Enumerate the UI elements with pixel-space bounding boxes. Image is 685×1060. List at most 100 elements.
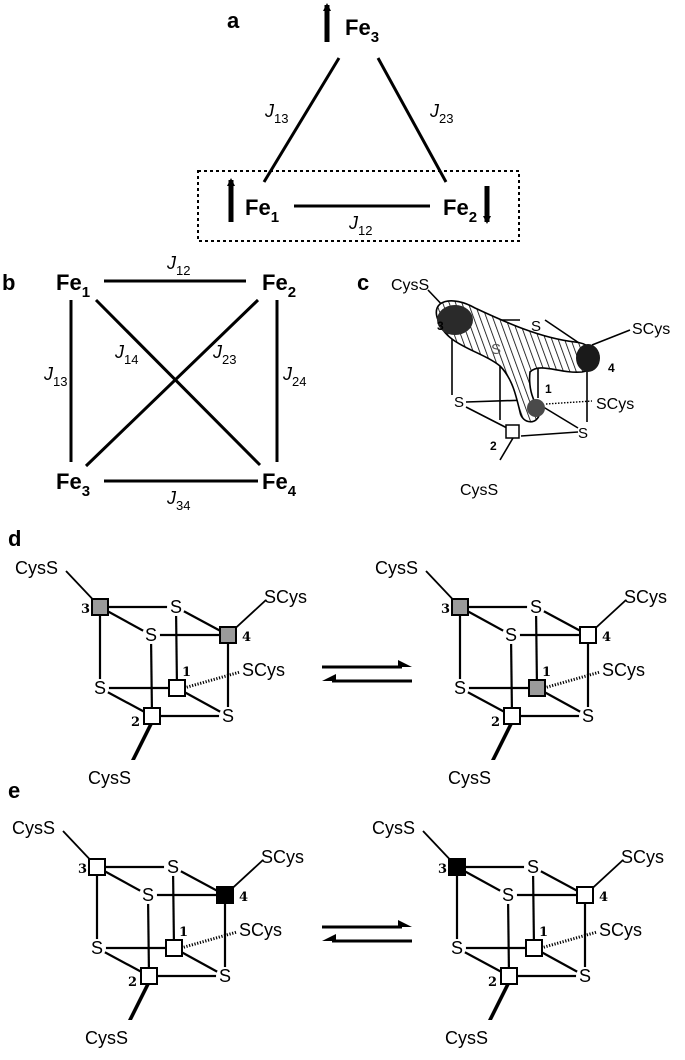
sulfur-halo [448, 939, 466, 957]
sulfur-label: S [170, 597, 182, 617]
cluster-c-sulfur: S [491, 341, 501, 358]
bond-fe3-fe2 [376, 57, 448, 183]
fe-site-1 [528, 679, 546, 697]
ligand-cys_bottom: CysS [85, 1028, 128, 1048]
fe-site-4 [579, 626, 597, 644]
ligand-cys_tl: CysS [12, 818, 55, 838]
j13-label: J13 [264, 101, 288, 126]
site-number-3: 3 [81, 602, 90, 617]
ligand-cys_mid: SCys [599, 920, 642, 940]
sCys-hashed-bond-1 [540, 930, 598, 950]
j14-label-b: J14 [114, 342, 138, 367]
cluster-edge [174, 606, 179, 689]
fe-site-3 [88, 858, 106, 876]
j13-label-b: J13 [43, 364, 67, 389]
bond-fe3-fe1 [262, 57, 341, 183]
site-number-2: 2 [131, 715, 140, 730]
sCys-hashed-bond-1 [543, 670, 601, 690]
ligand-cys_tl: CysS [372, 818, 415, 838]
fe-site-4 [576, 886, 594, 904]
sulfur-halo [579, 707, 597, 725]
sulfur-label: S [219, 966, 231, 986]
sulfur-halo [576, 967, 594, 985]
sulfur-label: S [94, 678, 106, 698]
fe2-label: Fe2 [443, 195, 477, 226]
cluster-c-ligand-cysS-bottom: CysS [460, 482, 498, 499]
site-number-4: 4 [602, 630, 611, 645]
ligand-cys_bottom: CysS [445, 1028, 488, 1048]
ligand-cys_bottom: CysS [88, 768, 131, 788]
delocalized-lobe [435, 300, 597, 423]
panel-label-e: e [8, 778, 20, 803]
bond-b-fe2-fe3 [84, 298, 260, 468]
j24-label-b: J24 [282, 364, 306, 389]
fe-site-1 [525, 939, 543, 957]
ligand-cys_bottom: CysS [448, 768, 491, 788]
cluster-edge [149, 634, 154, 717]
bond-b-fe1-fe4 [94, 298, 262, 467]
site-number-3: 3 [441, 602, 450, 617]
cluster-edge [509, 634, 514, 717]
j12-label-b: J12 [166, 253, 190, 278]
sulfur-label: S [91, 938, 103, 958]
fe3-label: Fe3 [345, 15, 379, 46]
ligand-cys_r: SCys [624, 587, 667, 607]
sulfur-halo [451, 679, 469, 697]
fe3-label-b: Fe3 [56, 469, 90, 500]
fe-site-1 [165, 939, 183, 957]
panel-label-c: c [357, 270, 369, 295]
fe2-label-b: Fe2 [262, 270, 296, 301]
fe4-label-b: Fe4 [262, 469, 297, 500]
cluster-edge [531, 866, 536, 949]
sulfur-halo [164, 858, 182, 876]
cluster-edge [171, 866, 176, 949]
fe-site-4 [219, 626, 237, 644]
fe-site-1 [168, 679, 186, 697]
sCys-hashed-bond-1 [180, 930, 238, 950]
sulfur-label: S [167, 857, 179, 877]
fe1-label-b: Fe1 [56, 270, 90, 301]
ligand-cys_r: SCys [264, 587, 307, 607]
sulfur-halo [139, 886, 157, 904]
cluster-edge [534, 606, 539, 689]
ligand-cys_r: SCys [621, 847, 664, 867]
cluster-edge [506, 894, 511, 977]
sulfur-label: S [222, 706, 234, 726]
ligand-cys_mid: SCys [602, 660, 645, 680]
site-number-3: 3 [438, 862, 447, 877]
cluster-c-dark-spot-3 [437, 305, 473, 335]
cluster-c-site-num-3: 3 [437, 319, 444, 333]
sulfur-halo [524, 858, 542, 876]
site-number-2: 2 [488, 975, 497, 990]
site-number-1: 1 [539, 925, 548, 940]
sulfur-halo [216, 967, 234, 985]
site-number-1: 1 [179, 925, 188, 940]
ligand-cys_mid: SCys [239, 920, 282, 940]
fe1-label: Fe1 [245, 195, 279, 226]
cluster-c-sulfur: S [578, 425, 588, 442]
cysS-wedge-bond-2 [491, 722, 514, 760]
site-number-2: 2 [128, 975, 137, 990]
sulfur-label: S [451, 938, 463, 958]
fe-site-3 [91, 598, 109, 616]
j34-label-b: J34 [166, 488, 190, 513]
sulfur-halo [88, 939, 106, 957]
cluster-c-site-2 [505, 424, 520, 439]
panel-label-b: b [2, 270, 15, 295]
site-number-1: 1 [542, 665, 551, 680]
ligand-cys_tl: CysS [375, 558, 418, 578]
cluster-c-ligand-sCys-mid: SCys [596, 396, 634, 413]
ligand-cys_tl: CysS [15, 558, 58, 578]
panel-c: c CysS SCys SCys [357, 270, 670, 499]
sulfur-halo [219, 707, 237, 725]
cluster-edge [146, 894, 151, 977]
site-number-4: 4 [599, 890, 608, 905]
sCys-hashed-bond-1 [183, 670, 241, 690]
sulfur-label: S [502, 885, 514, 905]
site-number-3: 3 [78, 862, 87, 877]
j23-label: J23 [429, 101, 453, 126]
